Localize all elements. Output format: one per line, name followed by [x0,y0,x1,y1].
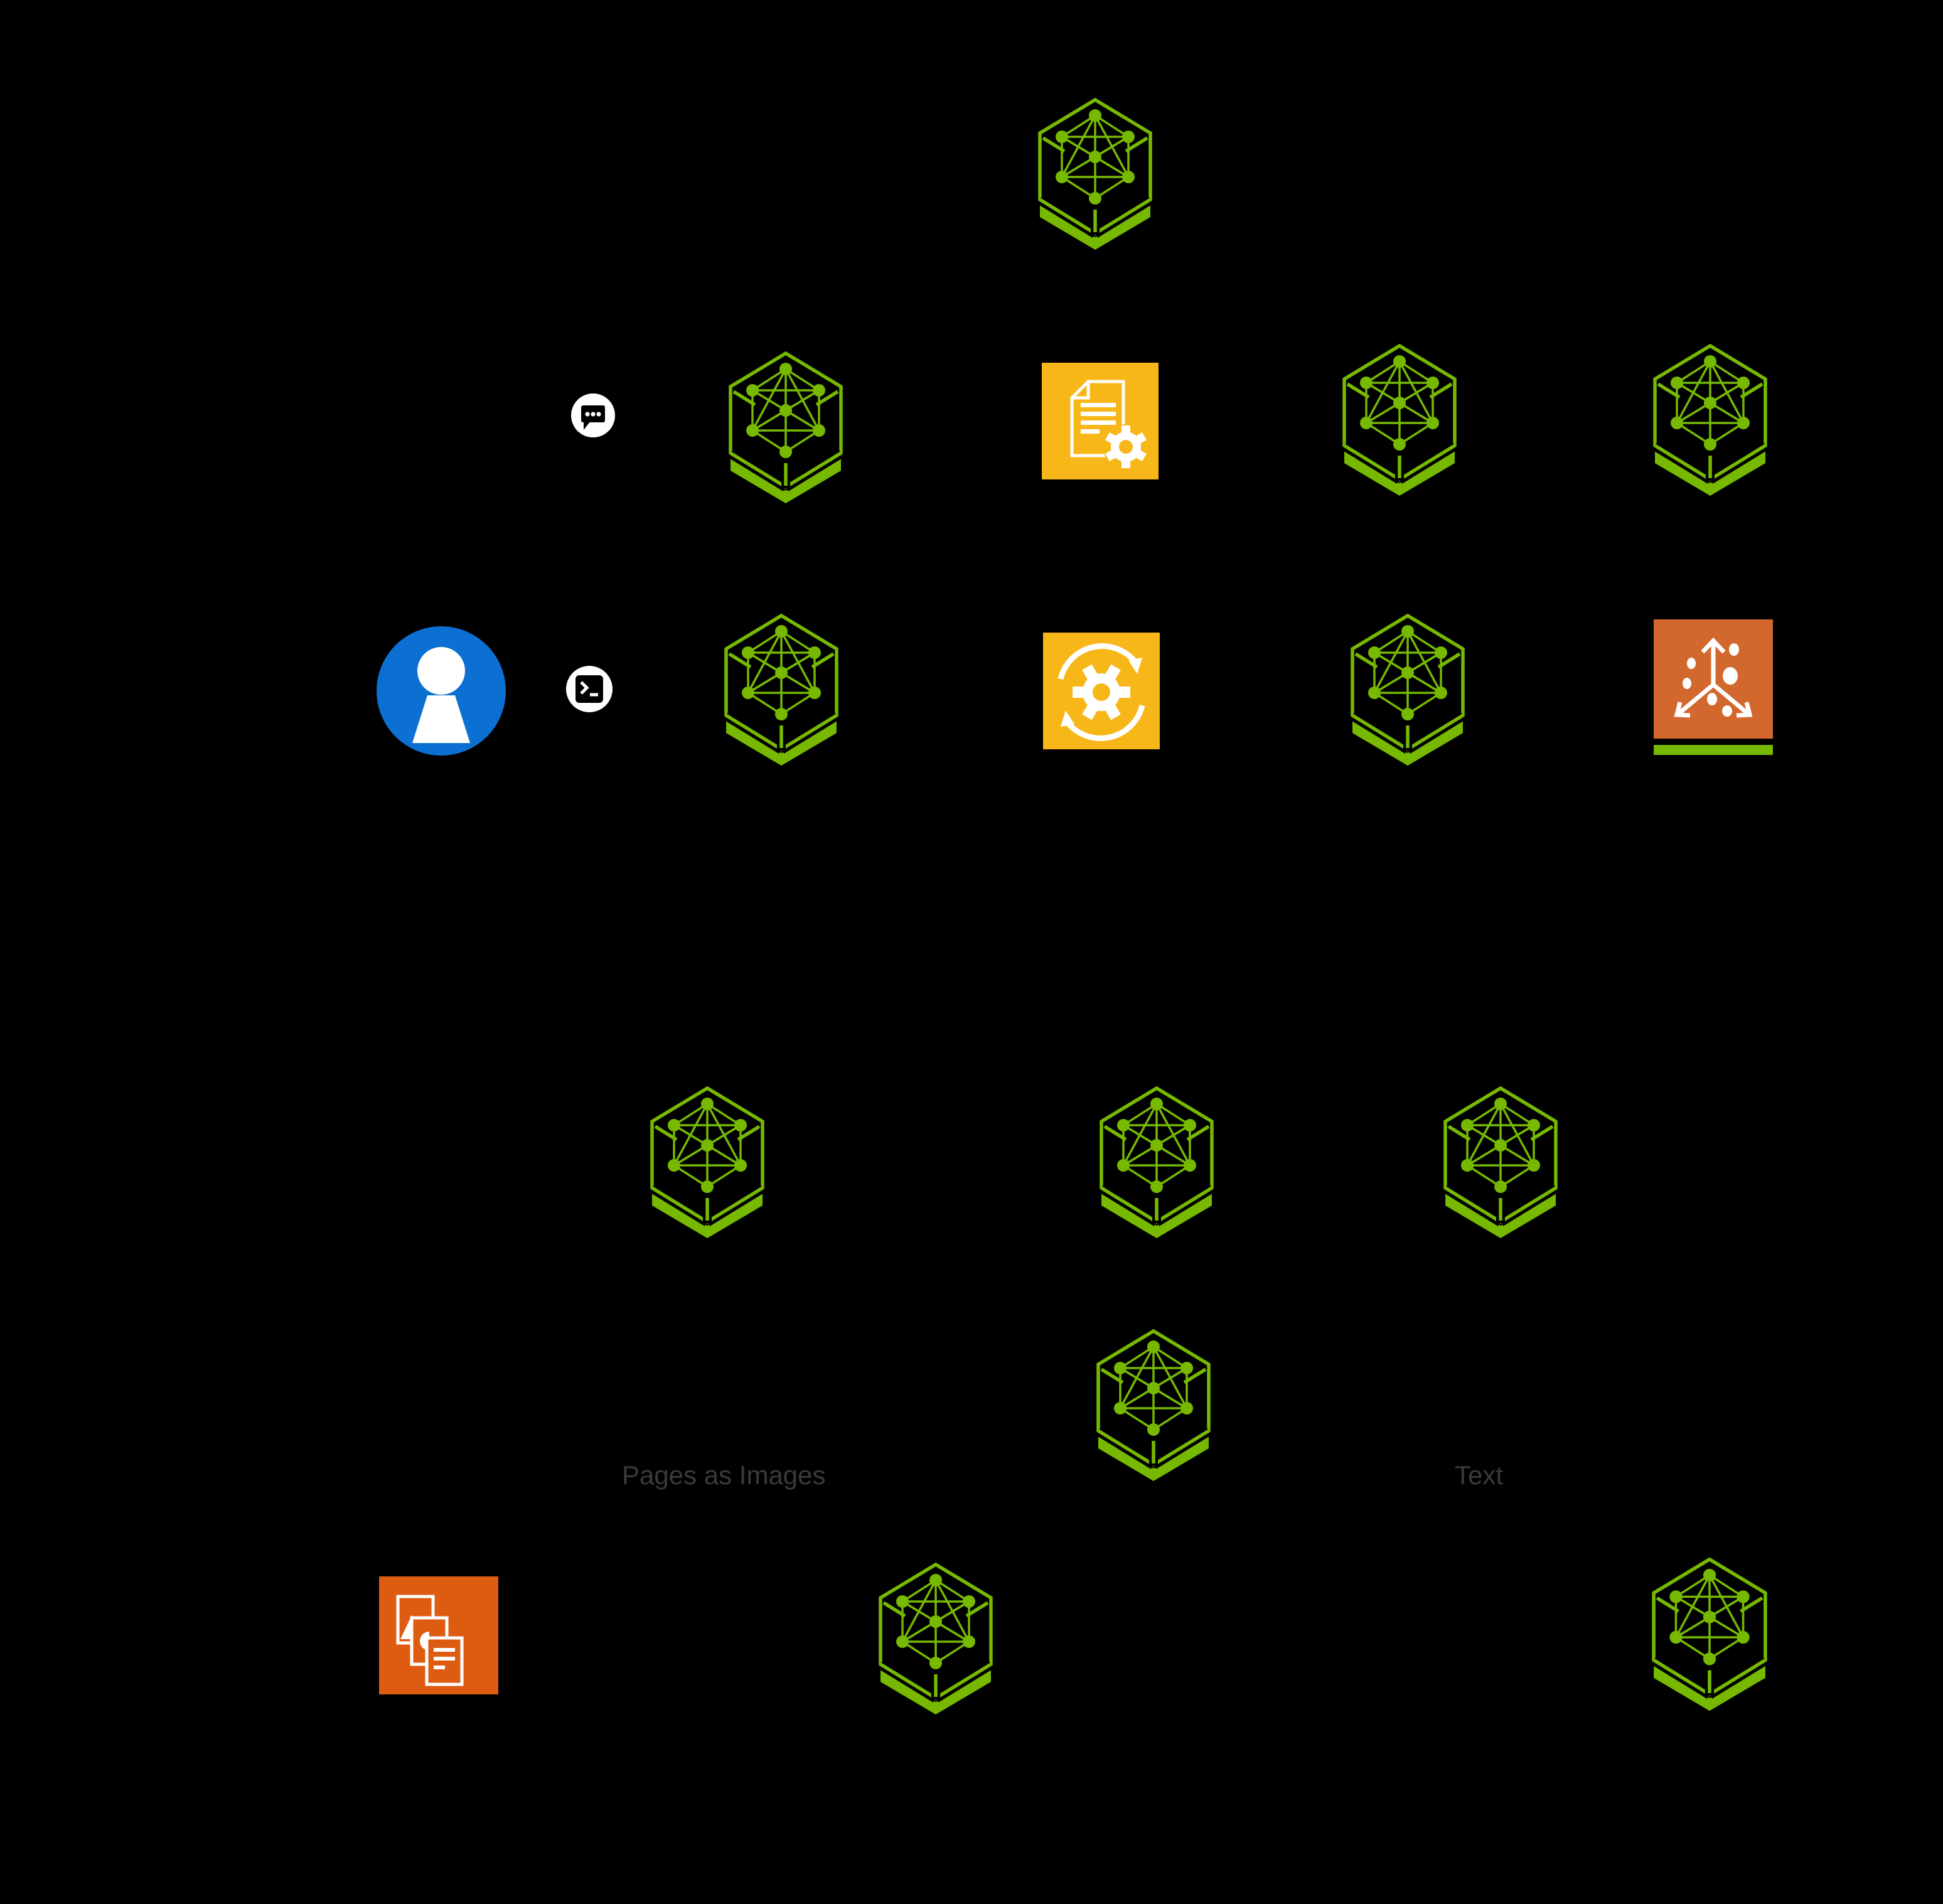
nim-cube-icon-top [1036,98,1155,251]
nim-cube-icon-mid-left [648,1086,767,1239]
nim-cube-icon-row3-left [722,614,841,767]
nim-cube-icon-bottom-right [1649,1554,1770,1715]
nim-cube-icon-mid-center [1097,1086,1216,1239]
label-pages-as-images: Pages as Images [622,1460,826,1490]
nim-cube-icon-row2-middle [1340,344,1459,497]
document-processing-icon [1042,363,1159,479]
vector-store-scatter-icon [1654,619,1773,755]
nim-cube-icon-mid-right [1441,1086,1560,1239]
nim-cube-icon-row2-left [726,351,845,505]
gear-sync-icon [1043,633,1160,749]
nim-cube-icon-lower-center [1094,1329,1213,1482]
nim-cube-icon-row2-right [1651,344,1770,497]
multimodal-documents-icon [379,1576,498,1694]
chat-bubble-icon [571,393,615,437]
label-text: Text [1455,1460,1504,1490]
nim-cube-icon-bottom-middle [876,1563,995,1716]
terminal-prompt-icon [566,666,613,712]
user-avatar-icon [377,626,506,756]
nim-cube-icon-row3-middle [1348,614,1467,767]
